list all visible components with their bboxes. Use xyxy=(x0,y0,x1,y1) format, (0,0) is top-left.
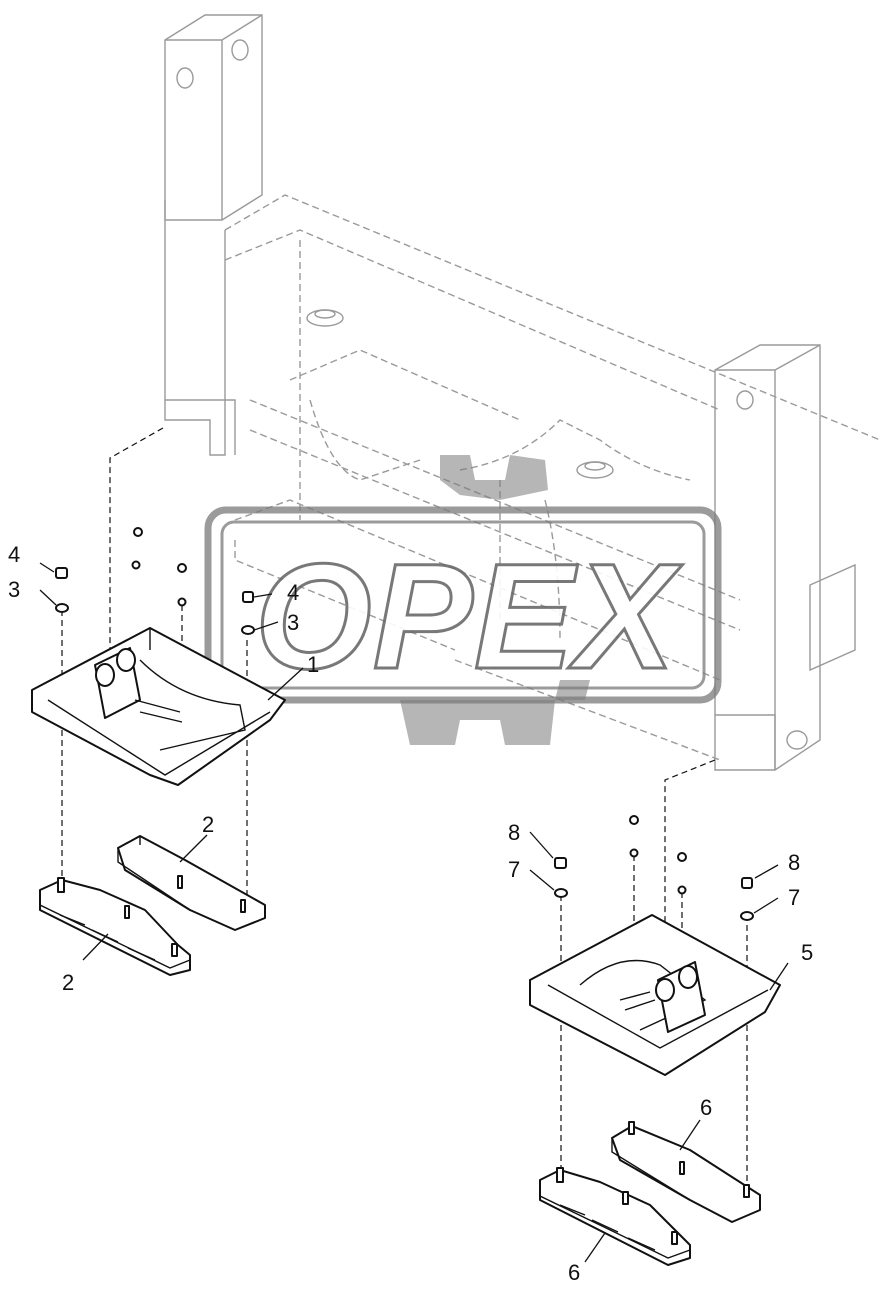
bolt-right-8 xyxy=(554,857,567,869)
washer-left-3b xyxy=(241,625,255,635)
callout-2-upper: 2 xyxy=(202,812,214,837)
washer-right-7 xyxy=(554,888,568,898)
washer-left-3 xyxy=(55,603,69,613)
callout-1: 1 xyxy=(307,652,319,677)
leader-lines xyxy=(39,562,789,1263)
left-mount-assembly xyxy=(31,427,286,976)
callout-7-right: 7 xyxy=(788,885,800,910)
bolt-left-4 xyxy=(55,567,68,579)
chassis-frame-outline xyxy=(164,14,881,771)
callout-6-upper: 6 xyxy=(700,1095,712,1120)
callout-3-left: 3 xyxy=(8,577,20,602)
rubber-pad-2-upper xyxy=(117,835,266,931)
callout-6-lower: 6 xyxy=(568,1260,580,1285)
bolt-left-upper xyxy=(133,527,143,537)
callout-2-lower: 2 xyxy=(62,970,74,995)
callout-8-right: 8 xyxy=(788,850,800,875)
right-mount-assembly xyxy=(529,759,781,1266)
callout-5: 5 xyxy=(801,940,813,965)
mount-bracket-5 xyxy=(529,914,781,1076)
rubber-pad-6-upper xyxy=(611,1125,761,1223)
bolt-left-4b xyxy=(242,591,254,603)
rubber-pad-6-lower xyxy=(539,1169,691,1266)
opex-watermark-logo: OPEX xyxy=(204,455,722,745)
callout-3-center: 3 xyxy=(287,610,299,635)
rubber-pad-2-lower xyxy=(39,879,191,976)
washer-right-7b xyxy=(740,911,754,921)
callout-4-center: 4 xyxy=(287,580,299,605)
bolt-right-8b xyxy=(741,877,753,889)
callout-8-left: 8 xyxy=(508,820,520,845)
watermark-text: OPEX xyxy=(255,532,683,700)
callout-4-left: 4 xyxy=(8,542,20,567)
callout-labels: 1 2 2 3 3 4 4 5 6 6 7 7 8 8 xyxy=(8,542,813,1285)
callout-7-left: 7 xyxy=(508,857,520,882)
